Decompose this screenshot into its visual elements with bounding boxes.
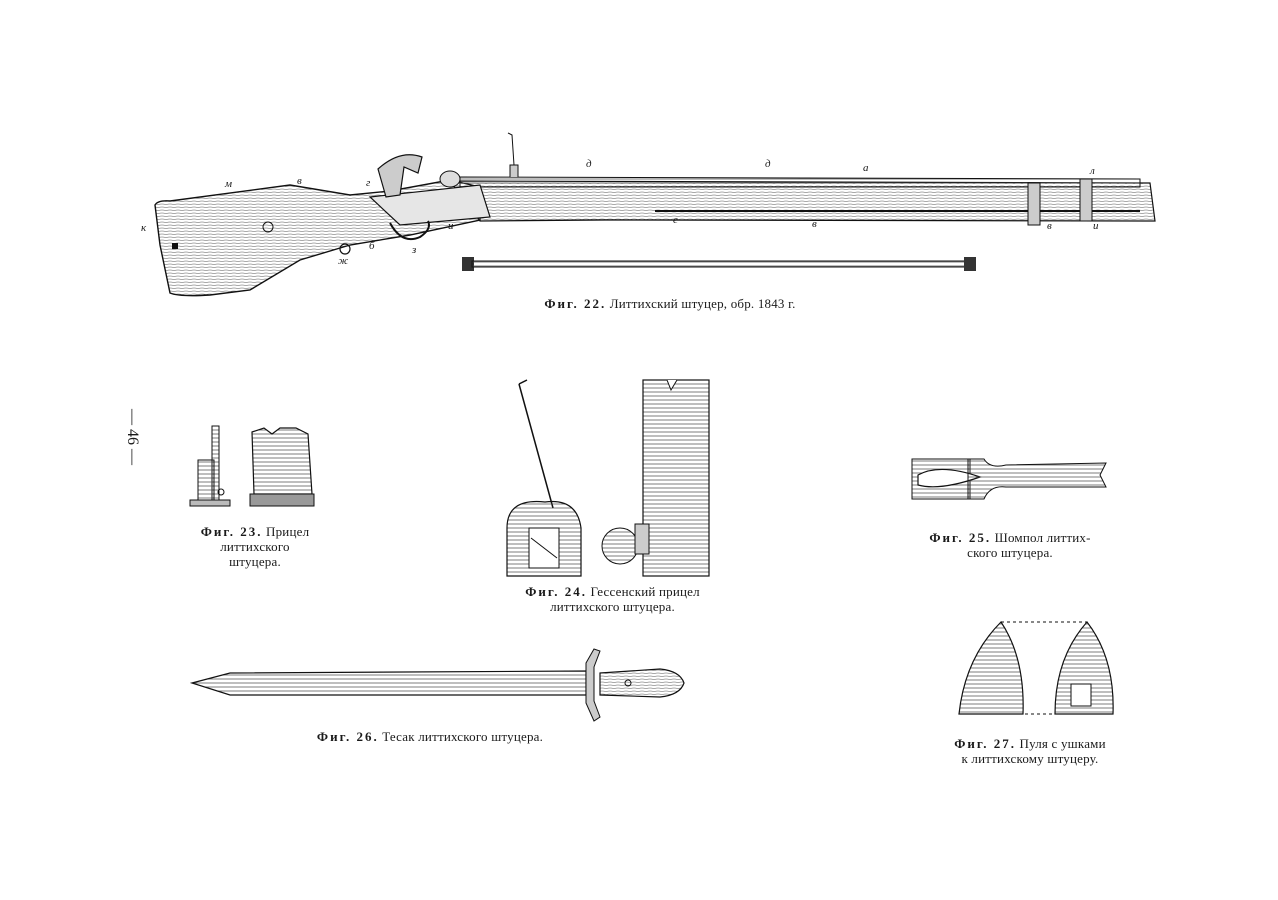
fig24-caption: Фиг. 24. Гессенский прицел литтихского ш… [500,584,725,614]
fig23-caption-line3: штуцера. [229,554,281,569]
fig25-caption-line1: Шомпол литтих- [994,530,1091,545]
fig25-caption-label: Фиг. 25. [929,530,992,545]
fig22-caption: Фиг. 22. Литтихский штуцер, обр. 1843 г. [460,296,880,311]
fig22-letter-v2: в [812,218,817,230]
fig27-caption: Фиг. 27. Пуля с ушками к литтихскому шту… [920,736,1140,766]
fig22-letter-e: е [673,214,678,226]
fig22-letter-z: з [412,244,417,256]
fig22-letter-m: м [225,178,233,190]
fig24-caption-label: Фиг. 24. [525,584,588,599]
fig23-sight-illustration [188,424,318,514]
fig24-caption-line1: Гессенский прицел [590,584,700,599]
fig22-caption-text: Литтихский штуцер, обр. 1843 г. [609,296,796,311]
fig22-caption-label: Фиг. 22. [544,296,607,311]
fig22-letter-d1: д [586,158,592,170]
fig22-letter-g: г [366,177,371,189]
fig25-ramrod-tip-illustration [910,455,1110,505]
fig22-letter-i2: и [1093,220,1099,232]
fig26-caption: Фиг. 26. Тесак литтихского штуцера. [280,729,580,744]
fig24-caption-line2: литтихского штуцера. [550,599,675,614]
fig24-hessian-sight-illustration [505,378,720,578]
fig22-letter-l: л [1090,165,1095,177]
fig27-bullets-illustration [955,618,1125,718]
fig27-caption-line1: Пуля с ушками [1019,736,1106,751]
fig22-letter-i: и [448,220,454,232]
fig27-caption-line2: к литтихскому штуцеру. [961,751,1099,766]
fig25-caption-line2: ского штуцера. [967,545,1053,560]
fig22-letter-v: в [297,175,302,187]
fig22-rifle-illustration [150,125,1160,305]
fig26-caption-text: Тесак литтихского штуцера. [382,729,544,744]
fig22-letter-b: б [369,240,375,252]
fig22-letter-v3: в [1047,220,1052,232]
fig23-caption-line2: литтихского [220,539,290,554]
fig22-letter-a: а [863,162,869,174]
fig22-ramrod-illustration [462,256,978,272]
fig27-caption-label: Фиг. 27. [954,736,1017,751]
fig22-letter-zh: ж [338,255,349,267]
fig22-letter-k: к [141,222,147,234]
fig23-caption: Фиг. 23. Прицел литтихского штуцера. [180,524,330,569]
fig23-caption-label: Фиг. 23. [200,524,263,539]
page-number: — 46 — [124,409,141,465]
fig25-caption: Фиг. 25. Шомпол литтих- ского штуцера. [900,530,1120,560]
fig22-letter-d2: д [765,158,771,170]
fig26-sword-bayonet-illustration [190,645,690,725]
fig23-caption-line1: Прицел [266,524,310,539]
fig26-caption-label: Фиг. 26. [316,729,379,744]
